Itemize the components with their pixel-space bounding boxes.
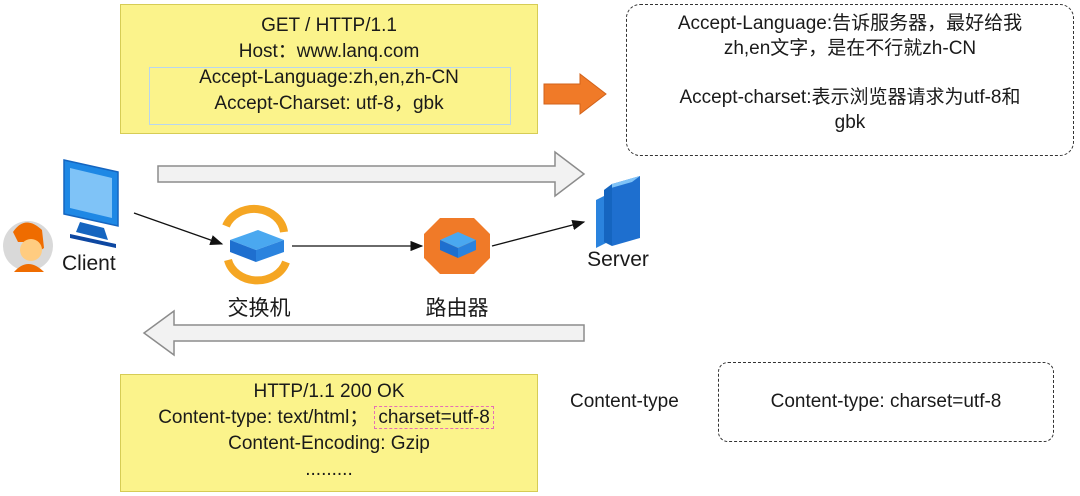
content-type-note: Content-type: charset=utf-8 — [718, 362, 1054, 442]
server-icon — [596, 176, 640, 248]
ellipsis-line: ......... — [305, 459, 353, 480]
status-line: HTTP/1.1 200 OK — [253, 381, 405, 402]
client-to-switch-link — [133, 212, 224, 246]
content-type-value: Content-type: text/html； — [158, 407, 369, 428]
orange-arrow — [543, 72, 607, 116]
content-type-note-text: Content-type: charset=utf-8 — [770, 391, 1002, 412]
note-accept-language-line2: zh,en文字，是在不行就zh-CN — [723, 38, 977, 59]
request-header-box: GET / HTTP/1.1 Host：www.lanq.com Accept-… — [120, 4, 538, 134]
response-header-box: HTTP/1.1 200 OK Content-type: text/html；… — [120, 374, 538, 492]
note-accept-charset-line2: gbk — [834, 112, 866, 133]
accept-charset-header: Accept-Charset: utf-8，gbk — [214, 93, 444, 114]
note-accept-charset-line1: Accept-charset:表示浏览器请求为utf-8和 — [679, 87, 1021, 108]
client-label: Client — [62, 252, 116, 275]
switch-label: 交换机 — [227, 297, 291, 320]
user-avatar-icon — [3, 221, 53, 272]
content-encoding-header: Content-Encoding: Gzip — [228, 433, 430, 454]
note-accept-language-line1: Accept-Language:告诉服务器，最好给我 — [677, 13, 1023, 34]
router-to-server-link — [491, 219, 586, 247]
router-icon — [424, 218, 490, 274]
monitor-icon — [63, 159, 119, 248]
host-header: Host：www.lanq.com — [238, 41, 420, 62]
router-label: 路由器 — [425, 297, 489, 320]
charset-highlight: charset=utf-8 — [374, 406, 494, 429]
switch-icon — [222, 204, 290, 285]
server-label: Server — [587, 248, 649, 271]
content-type-header: Content-type: text/html；charset=utf-8 — [115, 405, 537, 431]
request-direction-arrow — [157, 150, 586, 198]
response-direction-arrow — [142, 309, 585, 357]
accept-language-header: Accept-Language:zh,en,zh-CN — [199, 67, 459, 88]
request-line: GET / HTTP/1.1 — [261, 15, 397, 36]
request-explanation-note: Accept-Language:告诉服务器，最好给我 zh,en文字，是在不行就… — [626, 4, 1074, 156]
accept-headers-highlight — [149, 67, 511, 125]
content-type-label: Content-type — [570, 391, 679, 412]
